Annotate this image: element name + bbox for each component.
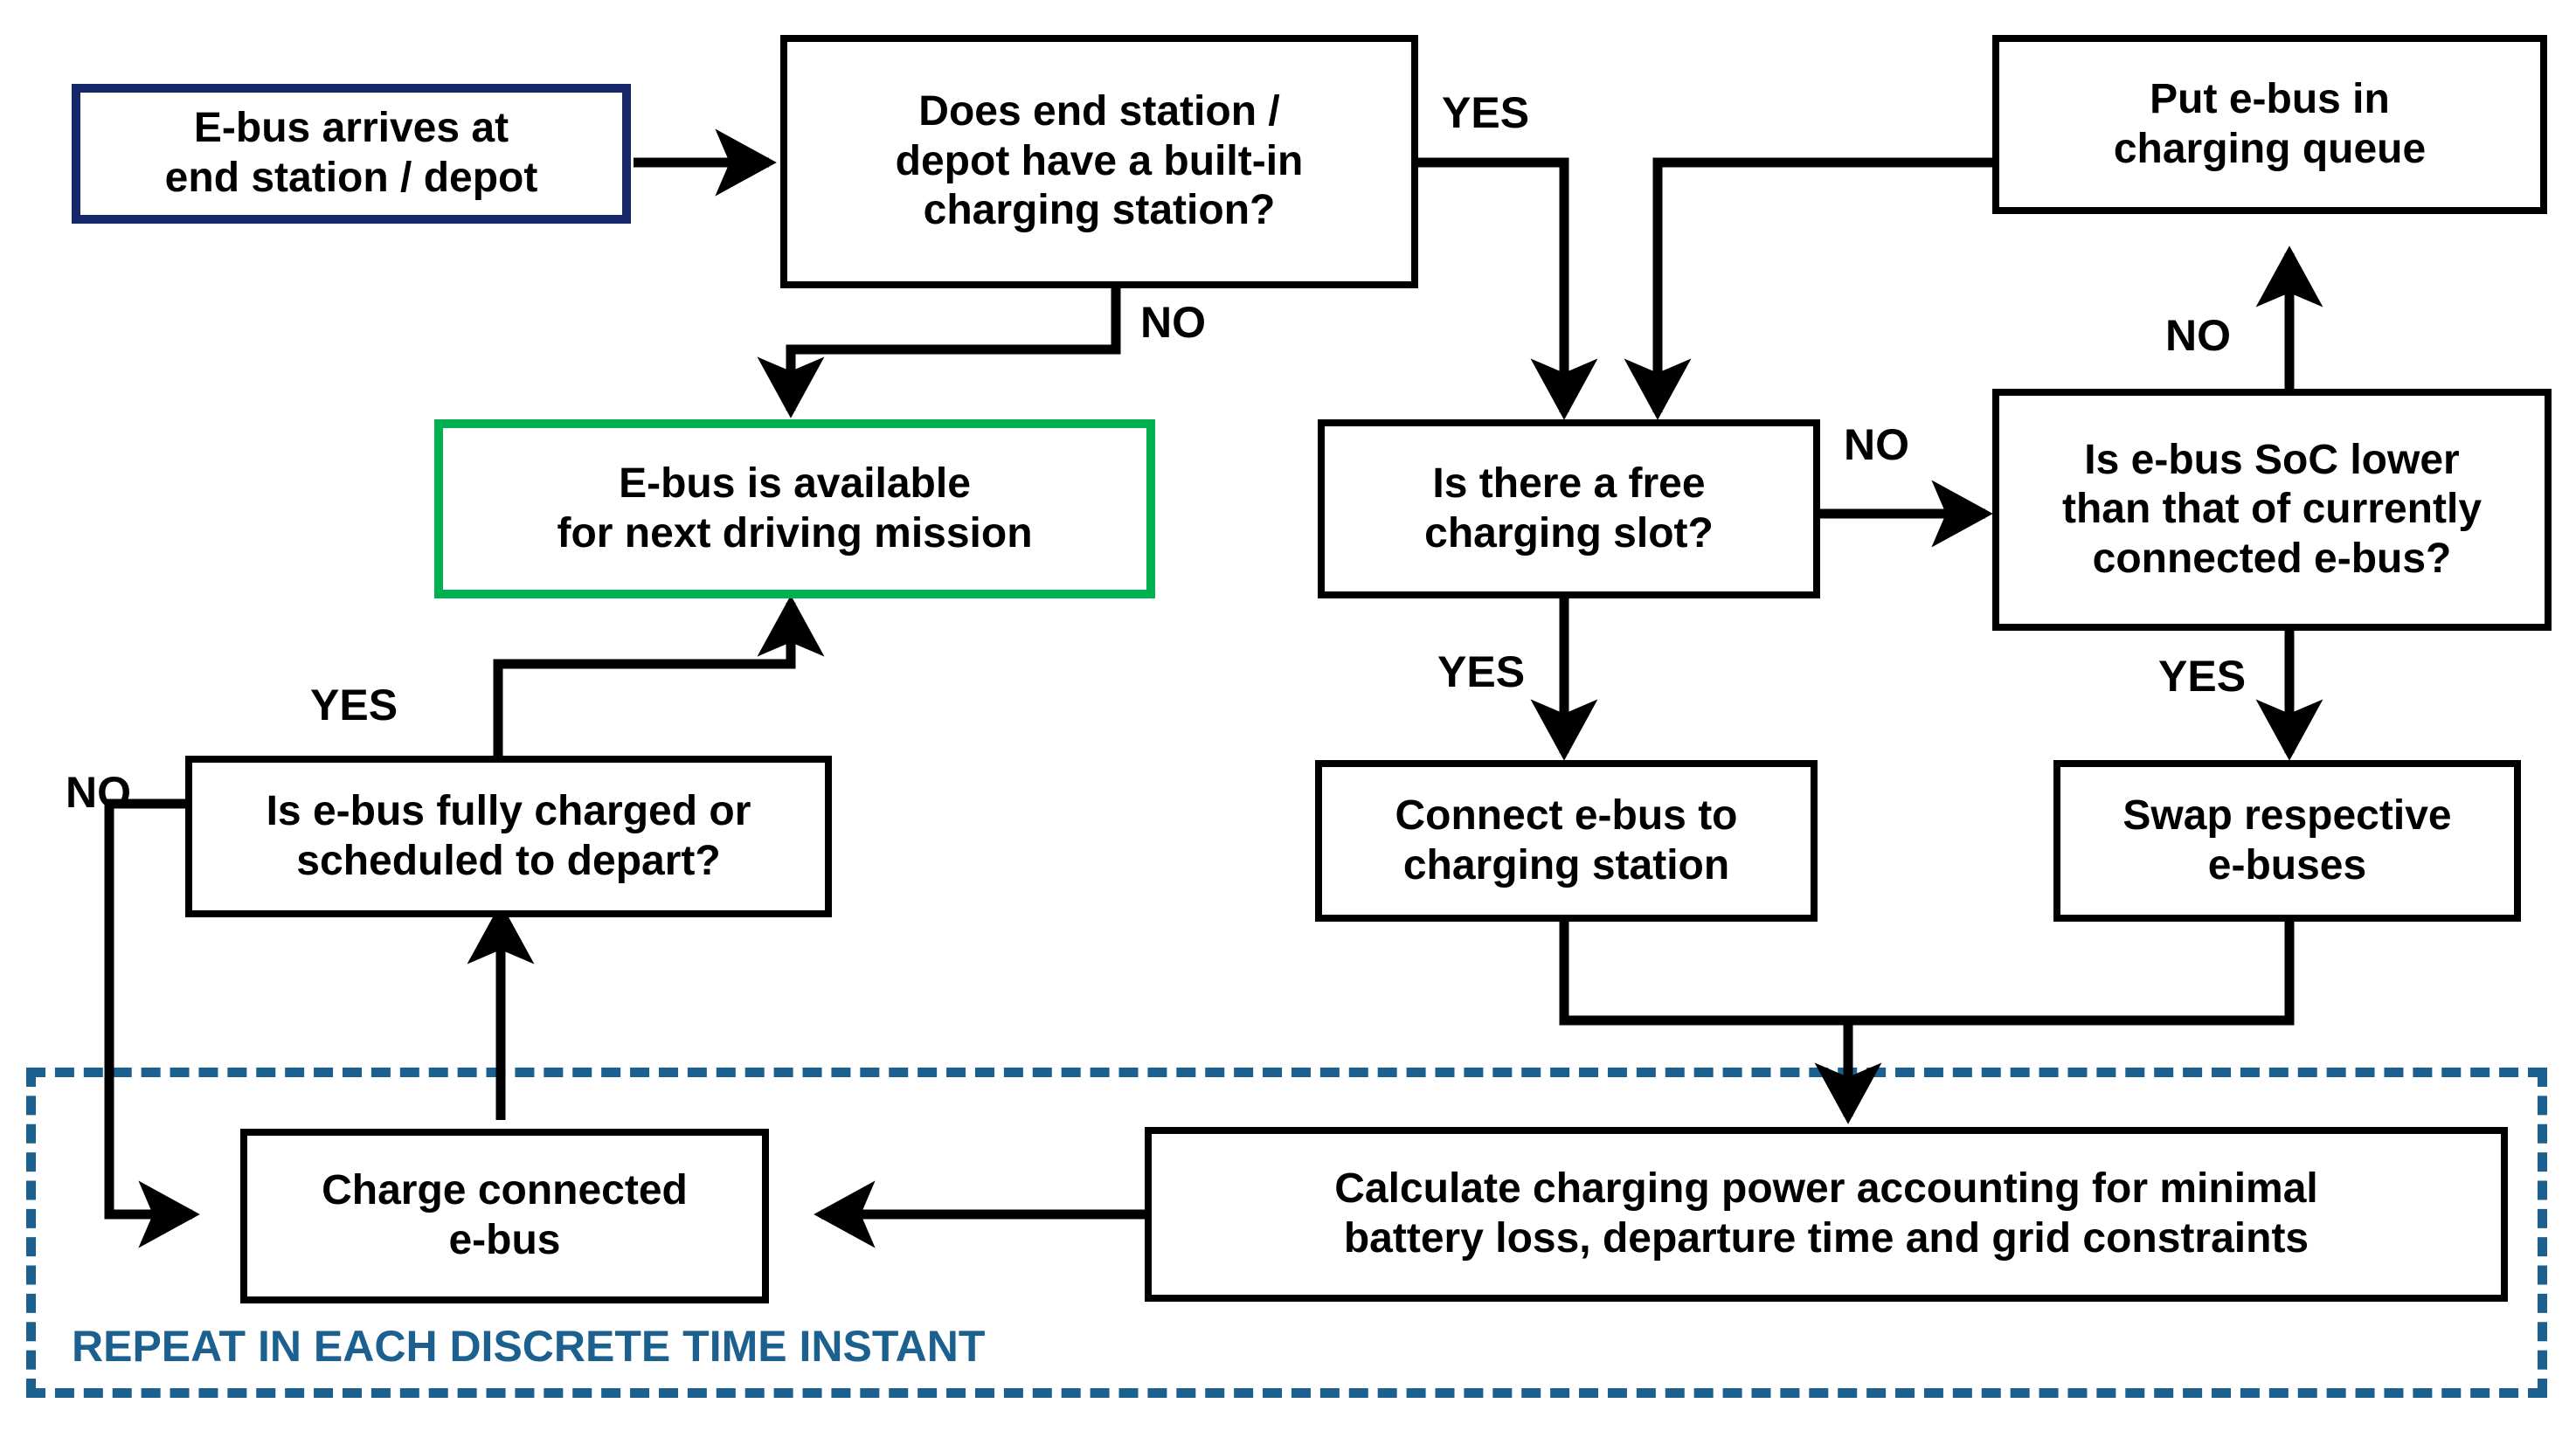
- node-arrive[interactable]: E-bus arrives at end station / depot: [72, 84, 631, 224]
- node-soc-line3: connected e-bus?: [2092, 535, 2452, 582]
- node-available-line2: for next driving mission: [557, 509, 1033, 556]
- node-has-station-line3: charging station?: [923, 187, 1276, 234]
- node-has-station-line2: depot have a built-in: [895, 137, 1304, 184]
- node-soc-line2: than that of currently: [2061, 486, 2483, 533]
- repeat-loop-frame: [26, 1068, 2547, 1398]
- node-calculate-line1: Calculate charging power accounting for …: [1334, 1165, 2318, 1213]
- node-connect-ebus[interactable]: Connect e-bus to charging station: [1315, 760, 1818, 922]
- node-put-in-queue[interactable]: Put e-bus in charging queue: [1992, 35, 2547, 214]
- edge-connect-merge: [1559, 916, 1848, 1026]
- label-fully-charged-no: NO: [66, 768, 131, 817]
- edge-swap-merge: [1848, 916, 2295, 1026]
- node-available-line1: E-bus is available: [619, 460, 971, 507]
- edge-fully-charged-no-to-charge: [104, 798, 200, 1248]
- node-ebus-available[interactable]: E-bus is available for next driving miss…: [434, 419, 1155, 598]
- node-queue-line2: charging queue: [2113, 125, 2427, 172]
- node-fully-charged-line1: Is e-bus fully charged or: [266, 787, 751, 834]
- label-fully-charged-yes: YES: [310, 681, 398, 729]
- node-arrive-line1: E-bus arrives at: [193, 105, 509, 152]
- node-charge-line2: e-bus: [448, 1217, 561, 1263]
- node-swap-line1: Swap respective: [2122, 792, 2452, 839]
- node-soc-lower[interactable]: Is e-bus SoC lower than that of currentl…: [1992, 389, 2552, 631]
- node-free-slot-line2: charging slot?: [1424, 509, 1714, 556]
- node-calculate-line2: battery loss, departure time and grid co…: [1343, 1215, 2309, 1262]
- node-has-charging-station[interactable]: Does end station / depot have a built-in…: [780, 35, 1418, 288]
- label-soc-yes: YES: [2158, 652, 2247, 701]
- label-has-station-no: NO: [1140, 298, 1206, 347]
- edge-fully-charged-yes-to-available: [493, 595, 825, 762]
- node-has-station-line1: Does end station /: [918, 88, 1280, 135]
- edge-yes-to-free-slot: [1417, 157, 1598, 420]
- node-connect-line1: Connect e-bus to: [1395, 792, 1738, 839]
- node-charge-connected[interactable]: Charge connected e-bus: [240, 1129, 769, 1303]
- node-swap-ebuses[interactable]: Swap respective e-buses: [2053, 760, 2521, 922]
- node-connect-line2: charging station: [1402, 841, 1730, 888]
- label-has-station-yes: YES: [1442, 88, 1530, 137]
- node-arrive-line2: end station / depot: [164, 155, 538, 201]
- node-soc-line1: Is e-bus SoC lower: [2084, 436, 2460, 483]
- label-free-slot-no: NO: [1844, 420, 1909, 469]
- node-calculate-power[interactable]: Calculate charging power accounting for …: [1145, 1127, 2508, 1302]
- edge-no-to-available: [757, 288, 1121, 418]
- label-soc-no: NO: [2165, 311, 2231, 360]
- node-queue-line1: Put e-bus in: [2150, 75, 2390, 122]
- edge-queue-to-free-slot: [1624, 157, 1992, 420]
- repeat-loop-caption: REPEAT IN EACH DISCRETE TIME INSTANT: [72, 1322, 986, 1371]
- node-free-slot-line1: Is there a free: [1432, 460, 1706, 507]
- node-charge-line1: Charge connected: [322, 1167, 688, 1214]
- label-free-slot-yes: YES: [1437, 647, 1526, 696]
- node-fully-charged-line2: scheduled to depart?: [296, 837, 721, 884]
- node-swap-line2: e-buses: [2207, 841, 2367, 888]
- node-free-charging-slot[interactable]: Is there a free charging slot?: [1318, 419, 1820, 598]
- node-fully-charged[interactable]: Is e-bus fully charged or scheduled to d…: [185, 756, 832, 917]
